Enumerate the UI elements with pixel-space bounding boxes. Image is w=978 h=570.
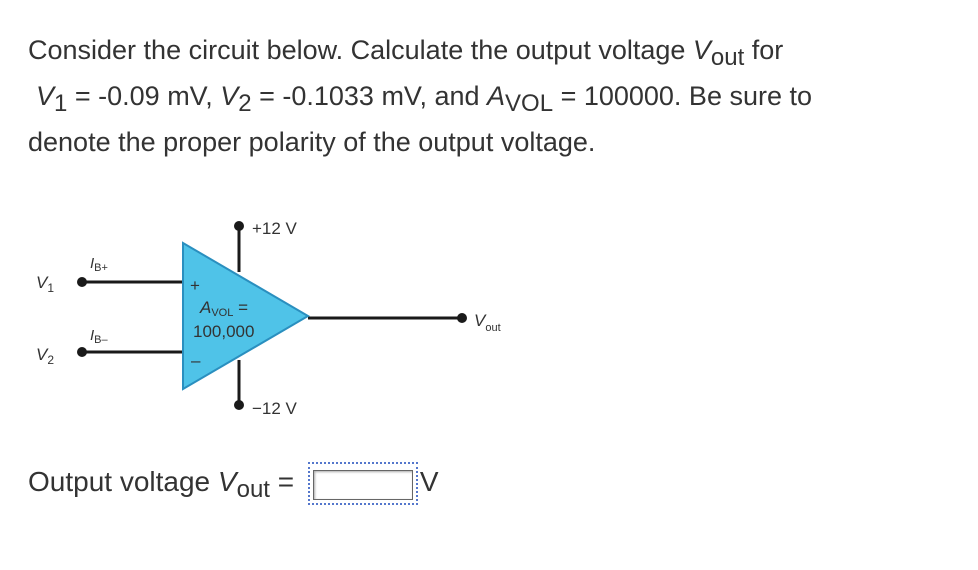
question-text-part: for [744,35,784,65]
circuit-nodes [77,221,467,410]
ibplus-label: IB+ [90,255,108,274]
answer-vout-symbol: V [217,465,237,497]
answer-label: Output voltage [28,465,218,497]
v2-subscript: 2 [238,90,252,117]
vout-subscript: out [710,44,745,71]
vout-terminal [457,313,467,323]
ibminus-label: IB– [90,327,109,346]
opamp-triangle [182,241,310,391]
question-line-3: denote the proper polarity of the output… [28,127,596,157]
avol-symbol: A [487,81,506,111]
v1-terminal [77,277,87,287]
v1-subscript: 1 [54,90,68,117]
answer-unit: V [419,465,439,497]
vminus-terminal [234,400,244,410]
answer-equals: = [269,465,295,497]
avol-subscript: VOL [505,90,554,117]
v1-symbol: V [36,81,55,111]
question-text-part: Consider the circuit below. Calculate th… [28,35,693,65]
vminus-supply-label: −12 V [252,399,298,418]
vout-label: Vout [474,311,501,334]
question-line-2: V1 = -0.09 mV, V2 = -0.1033 mV, and AVOL… [28,74,948,120]
v2-terminal [77,347,87,357]
answer-input-focus-ring [307,462,418,505]
vout-answer-input[interactable] [312,470,413,500]
question-text: Consider the circuit below. Calculate th… [28,28,948,164]
avol-label: AVOL = [199,298,248,319]
opamp-plus-sign: + [190,276,200,295]
opamp-minus-sign: – [191,351,201,370]
answer-row: Output voltage Vout = V [28,462,439,505]
answer-vout-subscript: out [236,475,270,503]
vplus-terminal [234,221,244,231]
v2-symbol: V [220,81,239,111]
avol-value-label: 100,000 [193,322,254,341]
vplus-supply-label: +12 V [252,219,298,238]
v2-value: = -0.1033 mV, and [251,81,488,111]
circuit-wires [82,226,462,405]
avol-value: = 100000. Be sure to [553,81,813,111]
question-line-1: Consider the circuit below. Calculate th… [28,28,948,74]
v1-label: V1 [36,273,54,295]
v1-value: = -0.09 mV, [67,81,221,111]
vout-symbol: V [692,35,711,65]
v2-label: V2 [36,345,54,367]
